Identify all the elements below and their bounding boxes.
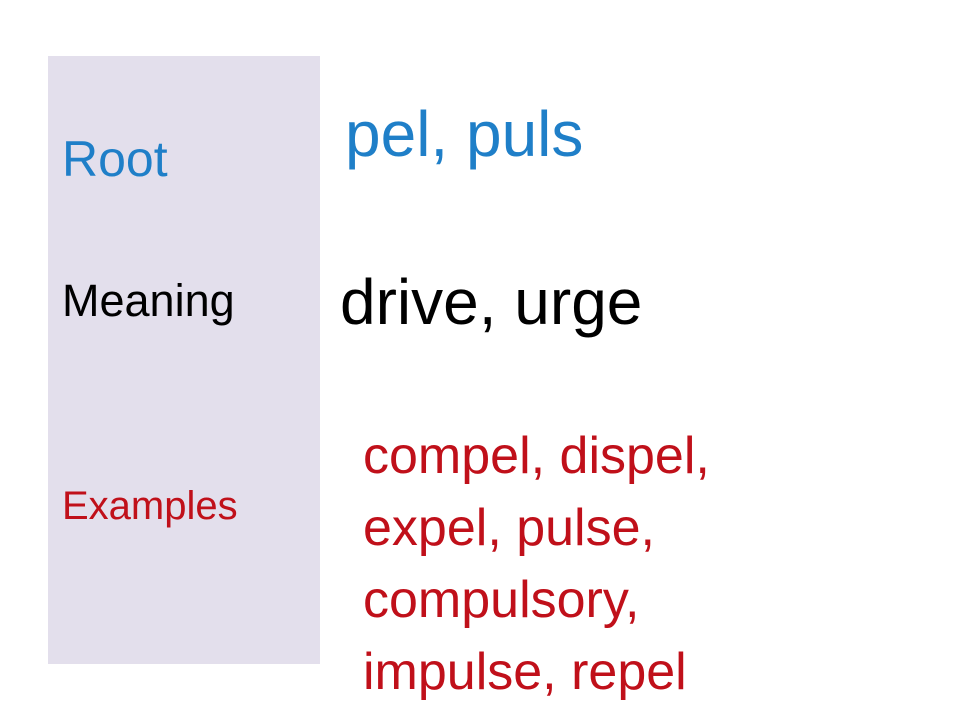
root-label: Root xyxy=(62,131,168,187)
example-line: impulse, repel xyxy=(363,643,687,701)
examples-list: compel, dispel, expel, pulse, compulsory… xyxy=(363,420,710,708)
example-line: expel, pulse, xyxy=(363,499,655,557)
label-panel xyxy=(48,56,320,664)
examples-label: Examples xyxy=(62,484,238,528)
meaning-label: Meaning xyxy=(62,275,235,326)
root-value: pel, puls xyxy=(345,98,584,170)
example-line: compulsory, xyxy=(363,571,640,629)
meaning-value: drive, urge xyxy=(340,266,643,338)
example-line: compel, dispel, xyxy=(363,427,710,485)
